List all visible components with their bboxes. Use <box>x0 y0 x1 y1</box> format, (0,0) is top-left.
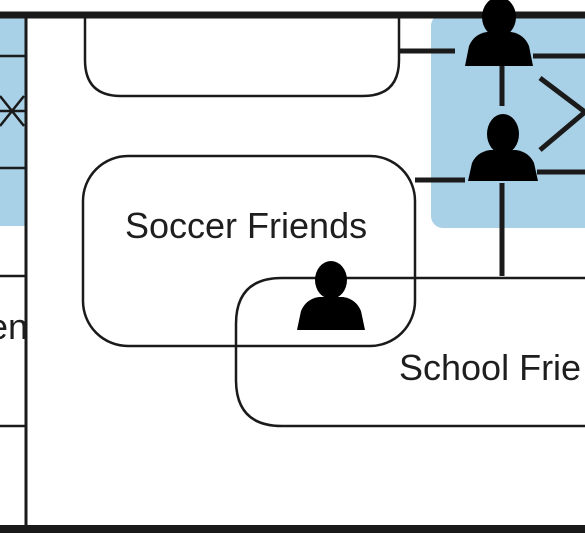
group-label-school-friends: School Frie <box>399 347 581 388</box>
connectors <box>399 48 585 276</box>
person-icon <box>297 261 365 330</box>
person-icon <box>468 114 538 181</box>
edge-label-fragment: en <box>0 306 28 347</box>
left-edge-box <box>0 54 26 428</box>
group-label-soccer-friends: Soccer Friends <box>125 205 367 246</box>
person-icon <box>465 0 533 66</box>
group-box-school-friends <box>234 276 585 428</box>
group-box-top <box>83 14 401 98</box>
group-box-soccer-friends <box>81 154 417 348</box>
